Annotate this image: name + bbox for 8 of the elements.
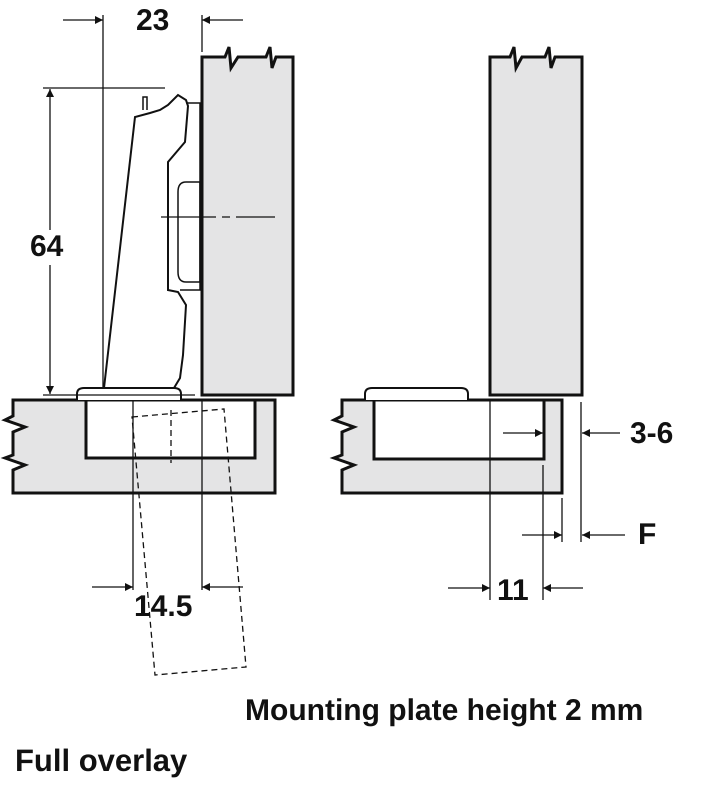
caption: Full overlay bbox=[15, 745, 188, 776]
dimension-label: 11 bbox=[497, 576, 529, 606]
dimension-label: 14.5 bbox=[134, 592, 192, 622]
dimension-label: F bbox=[638, 520, 656, 550]
dimension-label: 3-6 bbox=[630, 419, 674, 449]
dimension-label: 64 bbox=[30, 232, 64, 262]
note-text: Mounting plate height 2 mm bbox=[245, 696, 644, 726]
dimension-label: 23 bbox=[136, 6, 170, 36]
